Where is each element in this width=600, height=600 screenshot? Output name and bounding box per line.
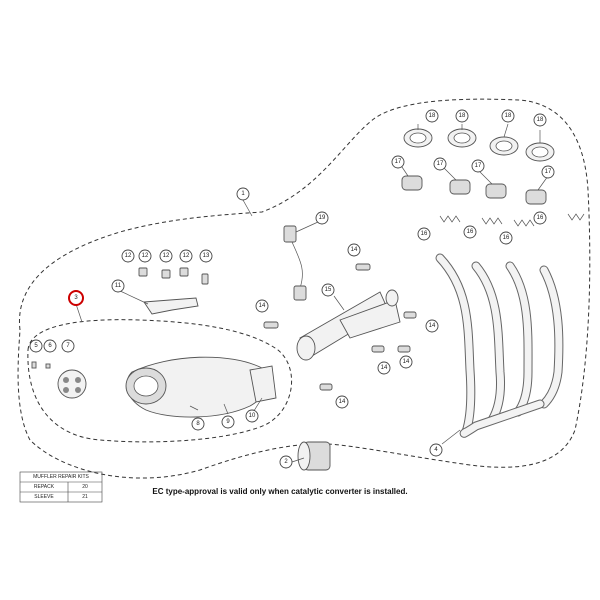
- callout-17c-label: 17: [475, 163, 482, 169]
- repair-table-title: MUFFLER REPAIR KITS: [33, 474, 89, 480]
- nut-group: [138, 267, 209, 285]
- callout-7: 7: [61, 339, 75, 353]
- callout-12a: 12: [121, 249, 135, 263]
- callout-18c: 18: [501, 109, 515, 123]
- repair-row-1-name: REPACK: [34, 484, 55, 490]
- callout-6: 6: [43, 339, 57, 353]
- callout-12c-label: 12: [163, 253, 170, 259]
- callout-17c: 17: [471, 159, 485, 173]
- callout-8-label: 8: [196, 421, 200, 427]
- callout-18c-label: 18: [505, 113, 512, 119]
- callout-19: 19: [315, 211, 329, 225]
- callout-10: 10: [245, 409, 259, 423]
- callout-17b: 17: [433, 157, 447, 171]
- callout-3-highlighted: 3: [68, 290, 84, 306]
- callout-12b: 12: [138, 249, 152, 263]
- callout-12d: 12: [179, 249, 193, 263]
- callout-5: 5: [29, 339, 43, 353]
- callout-14e: 14: [399, 355, 413, 369]
- callout-12d-label: 12: [183, 253, 190, 259]
- callout-16a: 16: [417, 227, 431, 241]
- mid-pipe: [296, 289, 401, 361]
- callout-13-label: 13: [203, 253, 210, 259]
- repair-row-2-name: SLEEVE: [34, 494, 54, 500]
- callout-18d-label: 18: [537, 117, 544, 123]
- callout-14b-label: 14: [259, 303, 266, 309]
- ec-approval-note: EC type-approval is valid only when cata…: [152, 487, 407, 496]
- callout-11: 11: [111, 279, 125, 293]
- callout-11-label: 11: [115, 283, 122, 289]
- callout-13: 13: [199, 249, 213, 263]
- callout-9: 9: [221, 415, 235, 429]
- spring-group: [439, 213, 585, 227]
- callout-4-label: 4: [434, 447, 438, 453]
- muffler-boundary: [27, 319, 292, 443]
- callout-14c-label: 14: [429, 323, 436, 329]
- callout-14f-label: 14: [339, 399, 346, 405]
- callout-17d: 17: [541, 165, 555, 179]
- callout-17a-label: 17: [395, 159, 402, 165]
- callout-15: 15: [321, 283, 335, 297]
- callout-16b: 16: [463, 225, 477, 239]
- leader-lines: [75, 123, 549, 463]
- end-cap-parts: [31, 361, 87, 399]
- callout-14d-label: 14: [381, 365, 388, 371]
- callout-18b: 18: [455, 109, 469, 123]
- callout-18a: 18: [425, 109, 439, 123]
- callout-19-label: 19: [319, 215, 326, 221]
- callout-7-label: 7: [66, 343, 70, 349]
- callout-18a-label: 18: [429, 113, 436, 119]
- sleeve-group: [401, 175, 547, 205]
- repair-kits-table: MUFFLER REPAIR KITS REPACK 20 SLEEVE 21: [19, 471, 103, 503]
- repair-row-1-part: 20: [82, 484, 88, 490]
- callout-16d-label: 16: [537, 215, 544, 221]
- callout-8: 8: [191, 417, 205, 431]
- callout-1: 1: [236, 187, 250, 201]
- header-pipes: [435, 253, 564, 438]
- callout-1-label: 1: [241, 191, 245, 197]
- callout-17a: 17: [391, 155, 405, 169]
- callout-14a: 14: [347, 243, 361, 257]
- callout-17b-label: 17: [437, 161, 444, 167]
- bolt-group: [263, 263, 417, 391]
- callout-16d: 16: [533, 211, 547, 225]
- bracket: [143, 297, 199, 315]
- callout-2: 2: [279, 455, 293, 469]
- callout-3-label: 3: [74, 295, 78, 301]
- callout-10-label: 10: [249, 413, 256, 419]
- callout-16a-label: 16: [421, 231, 428, 237]
- callout-6-label: 6: [48, 343, 52, 349]
- gasket-group: [403, 128, 555, 162]
- callout-14b: 14: [255, 299, 269, 313]
- muffler-body: [125, 356, 277, 418]
- callout-15-label: 15: [325, 287, 332, 293]
- callout-14d: 14: [377, 361, 391, 375]
- repair-row-2-part: 21: [82, 494, 88, 500]
- callout-17d-label: 17: [545, 169, 552, 175]
- callout-4: 4: [429, 443, 443, 457]
- callout-5-label: 5: [34, 343, 38, 349]
- callout-12b-label: 12: [142, 253, 149, 259]
- callout-9-label: 9: [226, 419, 230, 425]
- sensor-wire: [283, 225, 307, 301]
- callout-12a-label: 12: [125, 253, 132, 259]
- callout-16c: 16: [499, 231, 513, 245]
- callout-18d: 18: [533, 113, 547, 127]
- catalyst: [297, 441, 331, 471]
- callout-12c: 12: [159, 249, 173, 263]
- callout-14e-label: 14: [403, 359, 410, 365]
- callout-2-label: 2: [284, 459, 288, 465]
- callout-14c: 14: [425, 319, 439, 333]
- callout-14a-label: 14: [351, 247, 358, 253]
- callout-14f: 14: [335, 395, 349, 409]
- callout-18b-label: 18: [459, 113, 466, 119]
- callout-16c-label: 16: [503, 235, 510, 241]
- callout-16b-label: 16: [467, 229, 474, 235]
